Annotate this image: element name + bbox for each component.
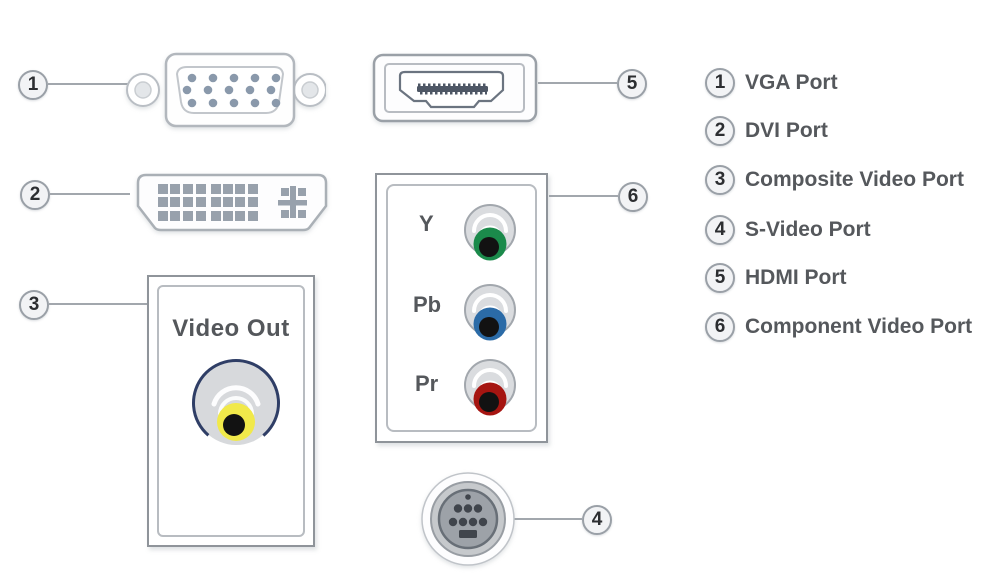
jack-highlight — [472, 213, 508, 233]
dvi-analog-cross — [278, 186, 307, 218]
legend-number-3: 3 — [705, 165, 735, 195]
composite-panel-label: Video Out — [172, 315, 290, 342]
leader-line-vga — [48, 83, 128, 85]
leader-line-svideo — [512, 518, 582, 520]
legend-label-hdmi: HDMI Port — [745, 266, 847, 289]
jack-center-pin — [479, 237, 499, 257]
leader-line-dvi — [50, 193, 130, 195]
dvi-port-icon — [136, 173, 328, 232]
rca-center-pin — [223, 414, 245, 436]
leader-line-composite — [49, 303, 147, 305]
component-panel-border — [386, 184, 537, 432]
vga-pins — [182, 73, 281, 108]
leader-line-component — [549, 195, 618, 197]
svideo-face — [437, 488, 499, 550]
legend-item-composite: 3 Composite Video Port — [705, 165, 964, 195]
legend-label-svideo: S-Video Port — [745, 218, 871, 241]
jack-highlight — [472, 368, 508, 388]
legend-item-dvi: 2 DVI Port — [705, 116, 828, 146]
composite-rca-jack-icon — [191, 359, 280, 447]
component-jack-y-icon — [464, 204, 516, 261]
component-label-pb: Pb — [413, 292, 442, 317]
legend-label-vga: VGA Port — [745, 71, 838, 94]
rca-highlight-arc — [211, 385, 261, 407]
legend-item-svideo: 4 S-Video Port — [705, 215, 871, 245]
legend-label-component: Component Video Port — [745, 315, 973, 338]
callout-5-hdmi: 5 — [617, 69, 647, 99]
legend-item-vga: 1 VGA Port — [705, 68, 838, 98]
hdmi-port-icon — [372, 53, 538, 123]
legend-number-1: 1 — [705, 68, 735, 98]
legend-number-4: 4 — [705, 215, 735, 245]
callout-1-vga: 1 — [18, 70, 48, 100]
hdmi-pin-strip — [417, 83, 488, 95]
component-label-pr: Pr — [415, 371, 439, 396]
vga-screw-left — [126, 73, 160, 107]
callout-3-composite: 3 — [19, 290, 49, 320]
svideo-pins — [448, 494, 488, 538]
component-video-panel: Y Pb Pr — [375, 173, 548, 443]
hdmi-inner-frame — [384, 63, 525, 113]
jack-highlight — [472, 293, 508, 313]
callout-2-dvi: 2 — [20, 180, 50, 210]
callout-6-component: 6 — [618, 182, 648, 212]
leader-line-hdmi — [538, 82, 617, 84]
legend-number-5: 5 — [705, 263, 735, 293]
svideo-port-icon — [421, 472, 515, 566]
legend-item-component: 6 Component Video Port — [705, 312, 972, 342]
legend-number-6: 6 — [705, 312, 735, 342]
dvi-pin-grid — [158, 184, 258, 221]
rca-navy-ring — [191, 359, 280, 447]
jack-center-pin — [479, 392, 499, 412]
legend-item-hdmi: 5 HDMI Port — [705, 263, 847, 293]
component-label-y: Y — [419, 211, 434, 236]
vga-screw-right — [293, 73, 326, 107]
rca-highlight-arc-2 — [218, 396, 254, 416]
callout-4-svideo: 4 — [582, 505, 612, 535]
component-jack-pr-icon — [464, 359, 516, 416]
composite-video-panel: Video Out — [147, 275, 315, 547]
vga-port-icon — [126, 52, 326, 128]
legend-number-2: 2 — [705, 116, 735, 146]
legend-label-dvi: DVI Port — [745, 119, 828, 142]
jack-center-pin — [479, 317, 499, 337]
composite-panel-border — [157, 285, 305, 537]
legend-label-composite: Composite Video Port — [745, 168, 964, 191]
component-jack-pb-icon — [464, 284, 516, 341]
